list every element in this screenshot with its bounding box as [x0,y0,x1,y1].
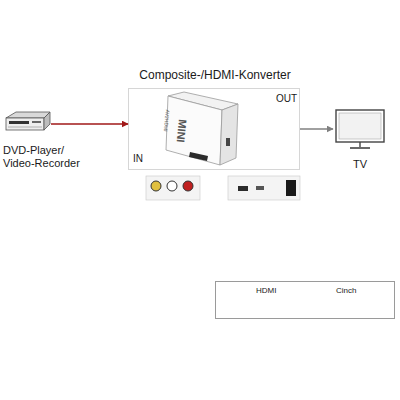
player-display [32,121,41,123]
port-label: IN [133,154,143,164]
converter-side [220,104,238,165]
converter-illustration [166,92,238,165]
usb-port [226,138,230,146]
jack-panel [146,176,200,200]
tv-neck [359,142,360,147]
dvd-player-illustration [6,112,50,130]
disc-tray [9,121,29,124]
audio-left-jack [167,181,177,191]
port-label: OUT [276,94,297,104]
converter-title: Composite-/HDMI-Konverter [109,68,321,82]
device-label: DVD-Player/ Video-Recorder [3,144,88,170]
hdmi-port [189,152,208,161]
player-front [6,118,44,130]
signal-arrow [51,123,128,124]
legend-box: HDMI Cinch [215,281,395,319]
device-node: DVD-Player/ Video-Recorder [3,108,51,140]
signal-arrow [300,128,333,129]
switch-detail [256,186,264,190]
player-trim [8,127,42,128]
converter-node: Composite-/HDMI-Konverter [128,88,300,170]
usb-port-detail [238,186,248,191]
video-jack [151,181,161,191]
tv-illustration [336,110,384,148]
player-side [44,112,50,130]
tv-foot [350,147,370,149]
legend-text: Cinch [336,286,356,296]
player-top [6,112,50,118]
product-marking: AV2HDMI [163,109,170,131]
product-marking: MINI [175,119,188,143]
jack-detail-photo [146,176,300,200]
cable-plug [286,180,296,196]
tv-panel [339,113,381,139]
tv-screen [336,110,384,142]
device-label: TV [333,158,387,171]
legend-text: HDMI [256,286,276,296]
port-panel [228,176,300,200]
audio-right-jack [183,181,193,191]
device-node: TV [333,106,387,152]
converter-face [166,96,222,165]
